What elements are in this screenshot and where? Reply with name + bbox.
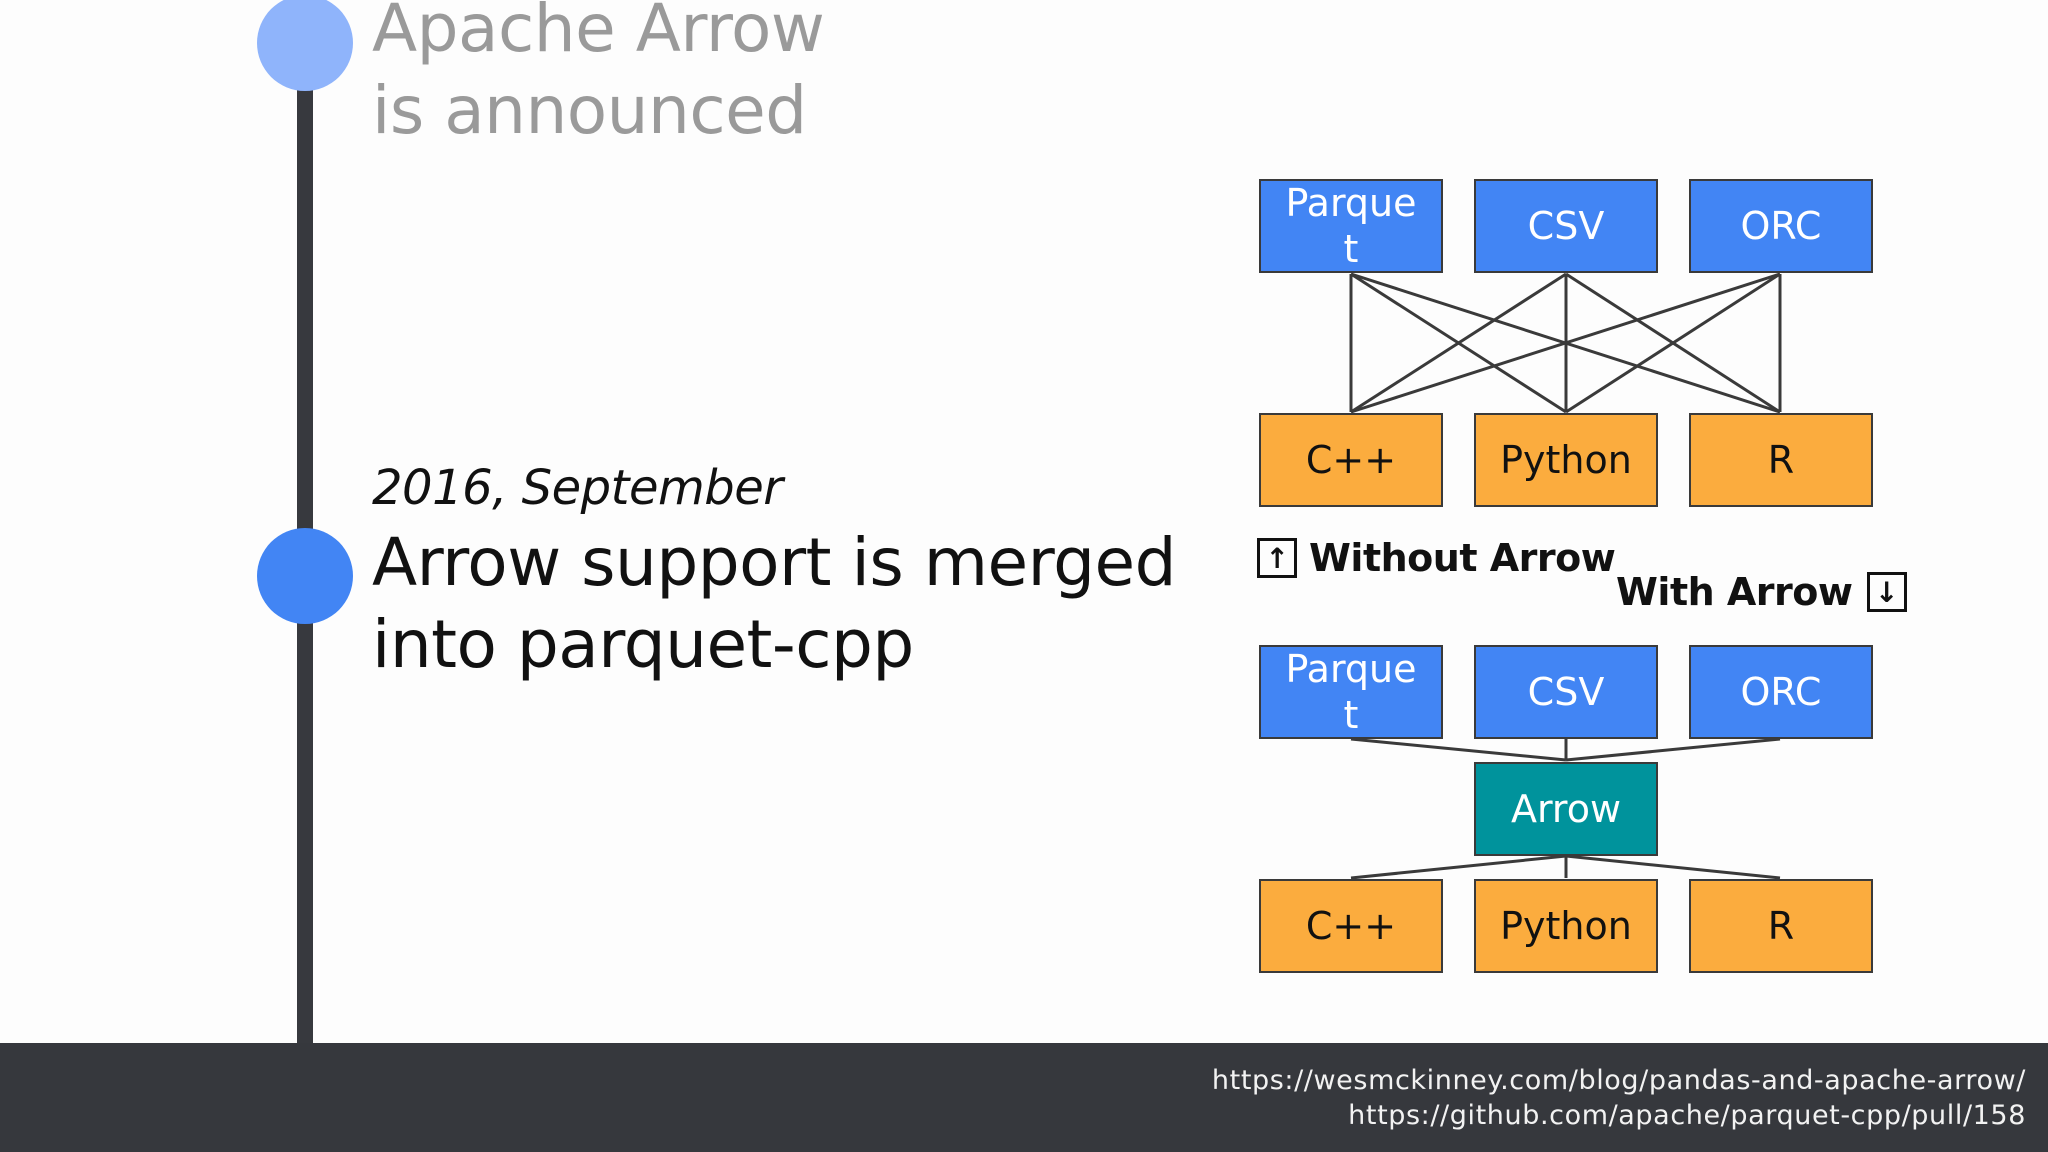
connector-parquet-arrow: [1350, 737, 1567, 762]
without-arrow-format-parquet: Parque t: [1259, 179, 1443, 273]
with-arrow-format-orc: ORC: [1689, 645, 1873, 739]
timeline-dot-previous: [257, 0, 353, 91]
timeline-dot-current: [257, 528, 353, 624]
with-arrow-format-csv: CSV: [1474, 645, 1658, 739]
connector-orc-cpp: [1350, 272, 1781, 414]
legend-with-arrow-label: With Arrow: [1616, 570, 1853, 614]
footer-bar: https://wesmckinney.com/blog/pandas-and-…: [0, 1043, 2048, 1152]
connector-arrow-r: [1565, 854, 1781, 880]
previous-event-title: Apache Arrow is announced: [372, 0, 825, 149]
legend-with-arrow: With Arrow ↓: [1616, 570, 1907, 614]
legend-without-arrow-label: Without Arrow: [1309, 536, 1616, 580]
without-arrow-language-cpp: C++: [1259, 413, 1443, 507]
connector-csv-cpp: [1350, 272, 1567, 414]
without-arrow-format-orc: ORC: [1689, 179, 1873, 273]
legend-without-arrow: ↑ Without Arrow: [1257, 536, 1616, 580]
down-arrow-icon: ↓: [1866, 572, 1907, 612]
with-arrow-hub-arrow: Arrow: [1474, 762, 1658, 856]
event-date: 2016, September: [372, 460, 783, 516]
footer-link-blog[interactable]: https://wesmckinney.com/blog/pandas-and-…: [1211, 1065, 2026, 1096]
connector-arrow-cpp: [1350, 854, 1567, 880]
with-arrow-language-cpp: C++: [1259, 879, 1443, 973]
footer-links: https://wesmckinney.com/blog/pandas-and-…: [1212, 1063, 2026, 1133]
up-arrow-icon: ↑: [1257, 538, 1297, 578]
without-arrow-language-r: R: [1689, 413, 1873, 507]
event-title: Arrow support is merged into parquet-cpp: [372, 524, 1177, 683]
connector-orc-python: [1565, 272, 1781, 414]
connector-orc-arrow: [1565, 737, 1781, 762]
with-arrow-language-python: Python: [1474, 879, 1658, 973]
timeline-line: [297, 0, 313, 1045]
without-arrow-language-python: Python: [1474, 413, 1658, 507]
with-arrow-format-parquet: Parque t: [1259, 645, 1443, 739]
with-arrow-language-r: R: [1689, 879, 1873, 973]
without-arrow-format-csv: CSV: [1474, 179, 1658, 273]
footer-link-github-pull[interactable]: https://github.com/apache/parquet-cpp/pu…: [1348, 1100, 2026, 1131]
